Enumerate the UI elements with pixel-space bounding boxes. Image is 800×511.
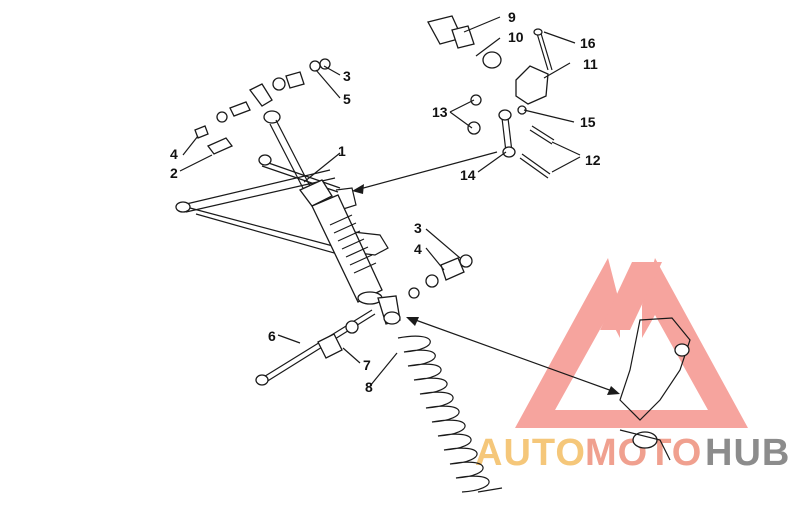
- callout-13: 13: [432, 104, 448, 120]
- watermark-hub-text: HUB: [705, 432, 790, 474]
- leader-lines: [179, 16, 581, 387]
- callout-12: 12: [585, 152, 601, 168]
- callout-labels: 1 2 3 4 5 6 7 8 9 10 11 12 13 14 15 16 3…: [170, 9, 601, 395]
- frame-bracket: [619, 317, 691, 461]
- upper-bolt-parts: [194, 125, 234, 155]
- callout-4-upper: 4: [170, 146, 178, 162]
- a-arm: [175, 154, 389, 259]
- watermark-auto-text: AUTO: [475, 432, 586, 474]
- callout-7: 7: [363, 357, 371, 373]
- lower-bushing-parts: [408, 254, 473, 299]
- lower-bolt-assembly: [255, 309, 376, 386]
- linkage-assembly: [427, 15, 555, 179]
- callout-10: 10: [508, 29, 524, 45]
- callout-5: 5: [343, 91, 351, 107]
- shock-spring-coils: [329, 214, 377, 274]
- callout-3-lower: 3: [414, 220, 422, 236]
- reference-arrows: [352, 151, 620, 395]
- callout-8: 8: [365, 379, 373, 395]
- callout-4-lower: 4: [414, 241, 422, 257]
- callout-3-upper: 3: [343, 68, 351, 84]
- callout-1: 1: [338, 143, 346, 159]
- watermark-triangle-icon: [515, 258, 748, 428]
- callout-14: 14: [460, 167, 476, 183]
- watermark-logo: AUTO MOTO HUB: [475, 258, 790, 474]
- upper-bushing-parts: [216, 58, 331, 123]
- callout-6: 6: [268, 328, 276, 344]
- callout-16: 16: [580, 35, 596, 51]
- coil-spring: [397, 335, 503, 493]
- shock-absorber: [249, 83, 401, 325]
- callout-15: 15: [580, 114, 596, 130]
- callout-9: 9: [508, 9, 516, 25]
- callout-2: 2: [170, 165, 178, 181]
- callout-11: 11: [583, 56, 598, 72]
